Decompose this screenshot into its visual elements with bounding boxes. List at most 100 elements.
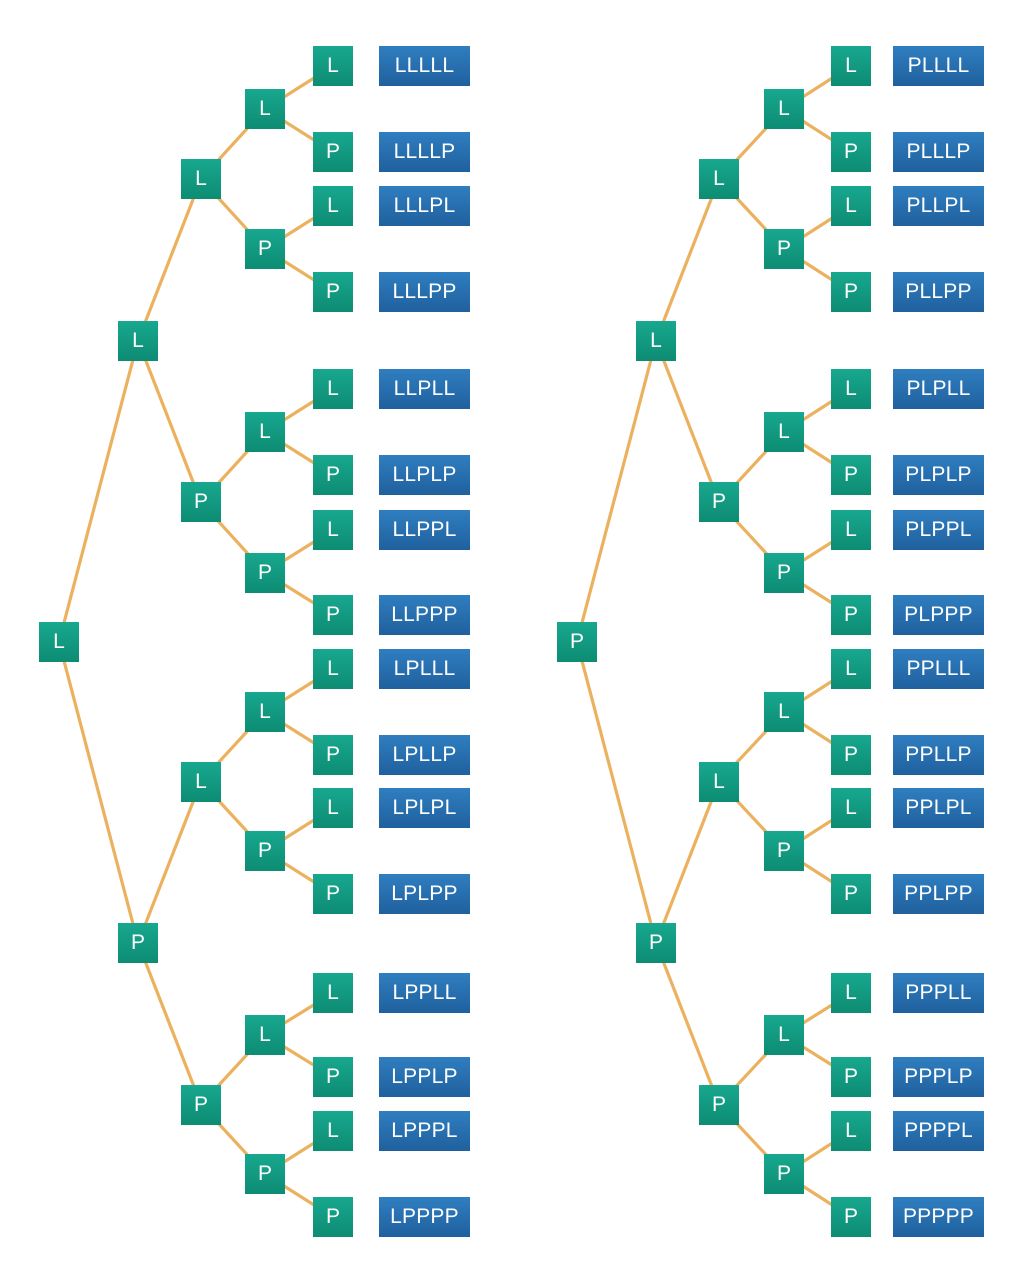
outcome-label: LPPPL [379, 1111, 470, 1151]
outcome-label: LPLLP [379, 735, 470, 775]
outcome-label: PPPLP [893, 1057, 984, 1097]
tree-node-l: L [831, 649, 871, 689]
tree-node-l: L [245, 1015, 285, 1055]
tree-node-p: P [831, 874, 871, 914]
outcome-label: LPLLL [379, 649, 470, 689]
outcome-label: PLPLP [893, 455, 984, 495]
tree-node-p: P [245, 831, 285, 871]
tree-node-l: L [699, 761, 739, 802]
tree-node-l: L [313, 788, 353, 828]
tree-edge [575, 339, 658, 644]
outcome-label: PPLLL [893, 649, 984, 689]
outcome-label: LLLLP [379, 132, 470, 172]
tree-node-p: P [699, 1084, 739, 1125]
tree-node-l: L [181, 761, 221, 802]
tree-edge [654, 339, 721, 504]
tree-node-l: L [245, 89, 285, 129]
tree-edge [136, 941, 203, 1107]
tree-node-l: L [831, 510, 871, 550]
tree-edge [575, 640, 658, 945]
outcome-label: LPPPP [379, 1197, 470, 1237]
tree-node-l: L [313, 369, 353, 409]
outcome-label: LLPLL [379, 369, 470, 409]
tree-node-l: L [313, 186, 353, 226]
outcome-label: PPPPL [893, 1111, 984, 1151]
tree-node-l: L [313, 510, 353, 550]
tree-node-p: P [699, 482, 739, 523]
tree-node-p: P [118, 923, 158, 963]
outcome-label: LLPPL [379, 510, 470, 550]
tree-node-l: L [245, 412, 285, 452]
tree-node-p: P [313, 1197, 353, 1237]
outcome-label: LLPLP [379, 455, 470, 495]
tree-node-p: P [313, 874, 353, 914]
tree-node-l: L [39, 621, 79, 662]
tree-node-p: P [831, 455, 871, 495]
tree-edge [57, 339, 140, 644]
outcome-label: LLLPP [379, 272, 470, 312]
outcome-label: PPLPP [893, 874, 984, 914]
tree-node-p: P [181, 482, 221, 523]
tree-node-p: P [764, 1154, 804, 1194]
tree-node-p: P [636, 923, 676, 963]
outcome-label: LLLPL [379, 186, 470, 226]
outcome-label: LLPPP [379, 595, 470, 635]
tree-node-p: P [557, 621, 597, 662]
tree-node-l: L [831, 46, 871, 86]
tree-node-p: P [764, 229, 804, 269]
tree-node-p: P [245, 1154, 285, 1194]
tree-node-l: L [764, 89, 804, 129]
outcome-label: LPPLL [379, 973, 470, 1013]
outcome-label: PPLPL [893, 788, 984, 828]
tree-edge [57, 640, 140, 945]
tree-node-p: P [764, 552, 804, 593]
tree-node-p: P [831, 1197, 871, 1237]
tree-edge [654, 779, 721, 945]
tree-node-p: P [313, 595, 353, 635]
tree-node-l: L [764, 412, 804, 452]
tree-node-l: L [764, 692, 804, 732]
tree-node-l: L [181, 159, 221, 199]
outcome-label: PLPLL [893, 369, 984, 409]
tree-node-l: L [831, 788, 871, 828]
tree-node-p: P [831, 1057, 871, 1097]
outcome-label: LPLPP [379, 874, 470, 914]
outcome-label: PLPPP [893, 595, 984, 635]
tree-node-p: P [245, 229, 285, 269]
tree-node-p: P [313, 455, 353, 495]
tree-node-l: L [313, 1111, 353, 1151]
tree-node-l: L [313, 649, 353, 689]
tree-edge [136, 177, 203, 343]
tree-node-l: L [313, 973, 353, 1013]
tree-edge [136, 779, 203, 945]
tree-node-p: P [181, 1084, 221, 1125]
outcome-label: PLLPL [893, 186, 984, 226]
tree-node-l: L [831, 1111, 871, 1151]
tree-edge [654, 177, 721, 343]
tree-node-p: P [245, 552, 285, 593]
tree-node-l: L [636, 320, 676, 361]
outcome-label: PLPPL [893, 510, 984, 550]
outcome-label: LPPLP [379, 1057, 470, 1097]
tree-node-l: L [831, 973, 871, 1013]
tree-edge [136, 339, 203, 504]
tree-node-p: P [831, 272, 871, 312]
outcome-label: PPLLP [893, 735, 984, 775]
tree-node-p: P [313, 132, 353, 172]
tree-node-l: L [245, 692, 285, 732]
tree-node-l: L [118, 320, 158, 361]
tree-node-p: P [831, 735, 871, 775]
outcome-label: PPPPP [893, 1197, 984, 1237]
tree-node-p: P [313, 735, 353, 775]
tree-edge [654, 941, 721, 1107]
outcome-label: PLLLP [893, 132, 984, 172]
tree-node-l: L [313, 46, 353, 86]
tree-node-l: L [831, 369, 871, 409]
tree-node-p: P [764, 831, 804, 871]
tree-node-l: L [764, 1015, 804, 1055]
tree-node-p: P [831, 595, 871, 635]
tree-node-p: P [313, 272, 353, 312]
outcome-label: LLLLL [379, 46, 470, 86]
outcome-label: PLLPP [893, 272, 984, 312]
